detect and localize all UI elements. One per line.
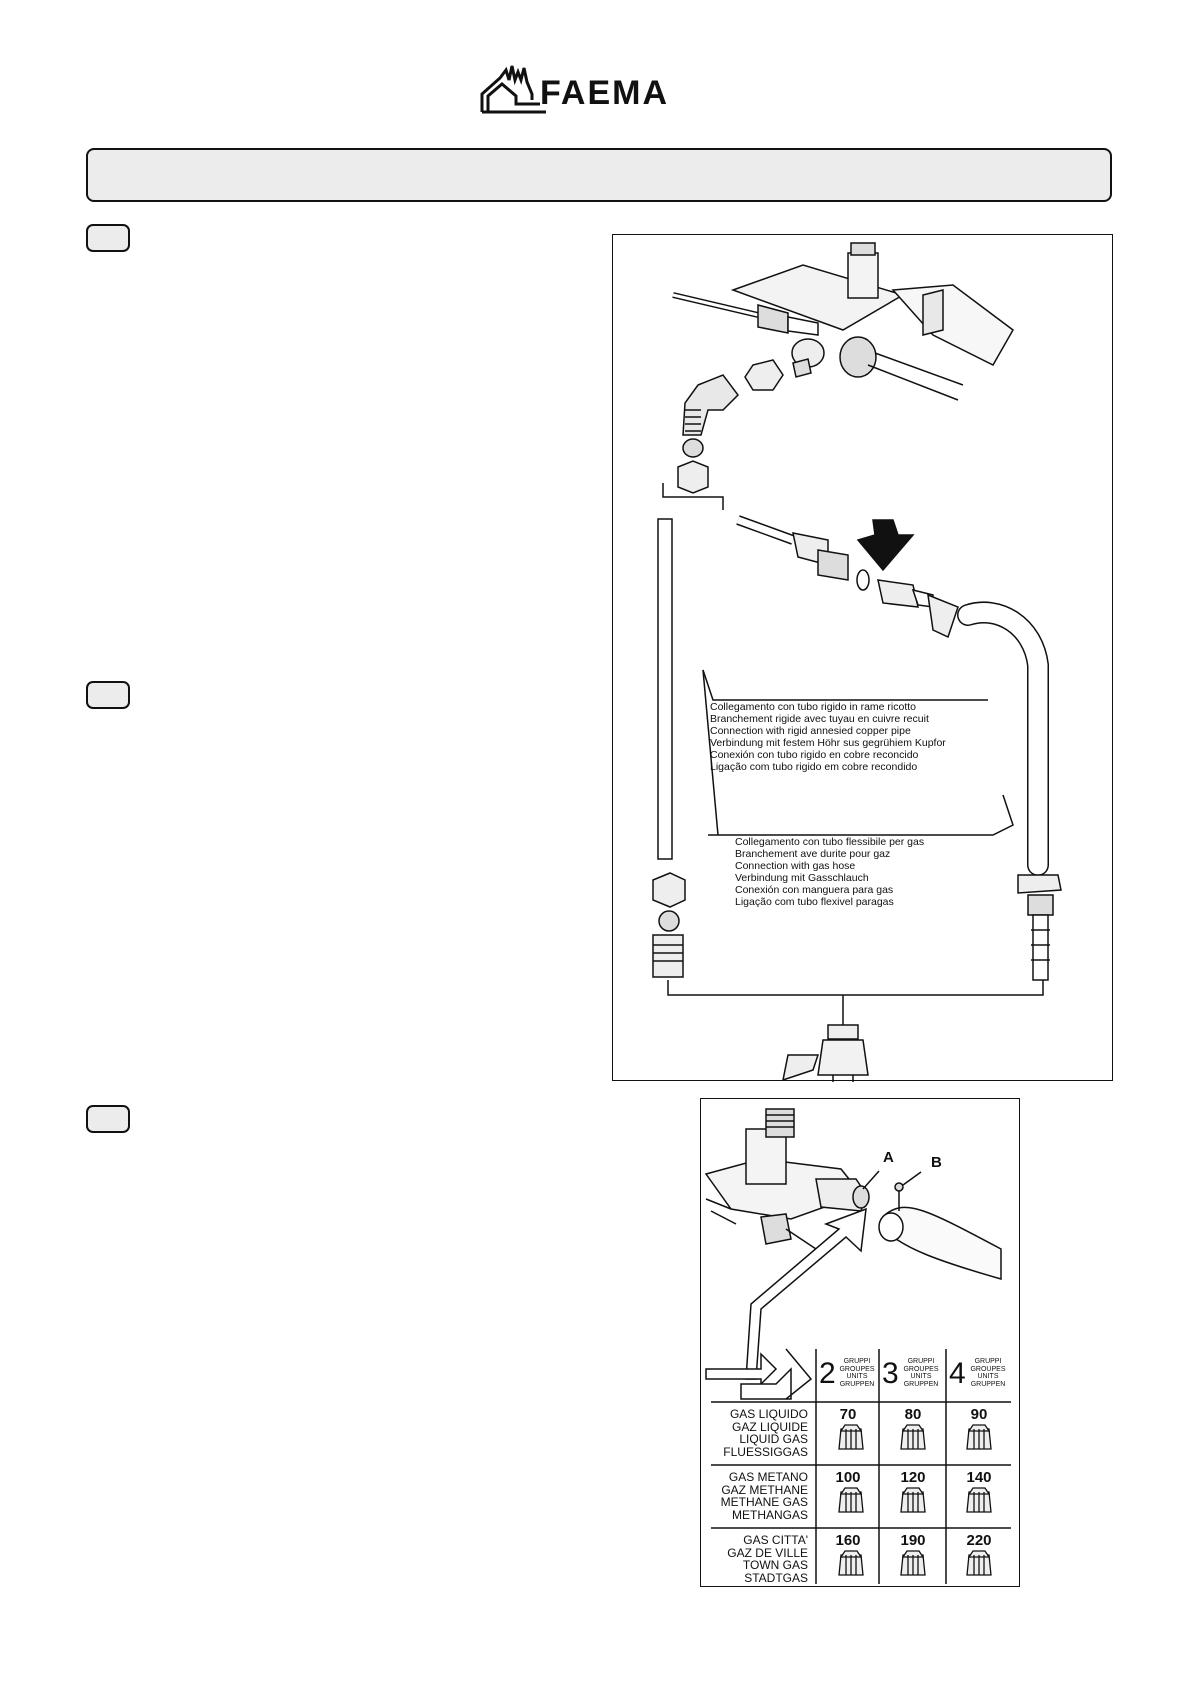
nozzle-icon [900, 1487, 926, 1513]
caption-line: Connection with rigid annesied copper pi… [710, 725, 911, 737]
units-line: GRUPPI [907, 1358, 935, 1365]
units-line: UNITS [910, 1373, 932, 1380]
burner-nozzle-drawing [704, 1108, 1011, 1584]
gas-line: METHANE GAS [720, 1495, 808, 1509]
nozzle-value: 140 [966, 1469, 992, 1486]
units-line: UNITS [846, 1373, 868, 1380]
caption-line: Conexión con manguera para gas [735, 884, 894, 896]
caption-line: Conexión con tubo rigido en cobre reconc… [710, 749, 919, 761]
caption-hose-connection: Collegamento con tubo flessibile per gas… [735, 836, 924, 908]
nozzle-icon [900, 1550, 926, 1576]
nozzle-value: 120 [900, 1469, 926, 1486]
label-b: B [931, 1154, 942, 1171]
units-line: GRUPPI [843, 1358, 871, 1365]
nozzle-value: 80 [904, 1406, 922, 1423]
caption-rigid-connection: Collegamento con tubo rigido in rame ric… [710, 701, 946, 773]
caption-line: Verbindung mit festem Höhr sus gegrühiem… [710, 737, 946, 749]
caption-line: Verbindung mit Gasschlauch [735, 872, 869, 884]
units-line: GROUPES [839, 1365, 875, 1373]
nozzle-value: 190 [900, 1532, 926, 1549]
nozzle-icon [838, 1424, 864, 1450]
units-4: 4 [949, 1357, 966, 1390]
brand-name: FAEMA [540, 74, 669, 112]
gas-line: GAZ LIQUIDE [731, 1419, 808, 1434]
gas-connection-drawing [652, 242, 1062, 1082]
caption-line: Collegamento con tubo rigido in rame ric… [710, 701, 917, 713]
nozzle-value: 100 [835, 1469, 861, 1486]
section-tab-3 [86, 1105, 130, 1133]
units-3: 3 [882, 1357, 899, 1390]
caption-line: Ligação com tubo rigido em cobre recondi… [710, 761, 918, 773]
units-2: 2 [819, 1357, 836, 1390]
gas-line: GAZ METHANE [721, 1482, 808, 1497]
units-label: GRUPPI GROUPES UNITS GRUPPEN [835, 1358, 879, 1388]
nozzle-value: 220 [966, 1532, 992, 1549]
gas-line: FLUESSIGGAS [723, 1444, 808, 1459]
gas-line: METHANGAS [731, 1507, 808, 1522]
nozzle-table-figure: A B 2 GRUPPI GROUPES UNITS GRUPPEN 3 GRU… [700, 1098, 1020, 1587]
units-line: GRUPPEN [970, 1380, 1006, 1388]
nozzle-value: 90 [970, 1406, 988, 1423]
nozzle-icon [966, 1487, 992, 1513]
nozzle-icon [966, 1550, 992, 1576]
caption-line: Collegamento con tubo flessibile per gas [735, 836, 925, 848]
caption-line: Branchement ave durite pour gaz [735, 848, 891, 860]
units-line: GROUPES [903, 1365, 939, 1373]
faema-logo: FAEMA [480, 60, 720, 116]
units-line: UNITS [977, 1373, 999, 1380]
units-label: GRUPPI GROUPES UNITS GRUPPEN [966, 1358, 1010, 1388]
cathedral-logo-icon [480, 65, 546, 114]
nozzle-icon [838, 1487, 864, 1513]
units-line: GRUPPEN [839, 1380, 875, 1388]
units-line: GRUPPEN [903, 1380, 939, 1388]
gas-line: GAS METANO [728, 1470, 808, 1484]
units-line: GRUPPI [974, 1358, 1002, 1365]
gas-line: LIQUID GAS [739, 1432, 808, 1446]
gas-connection-figure: Collegamento con tubo rigido in rame ric… [612, 234, 1113, 1082]
gas-line: GAZ DE VILLE [727, 1545, 808, 1560]
label-a: A [883, 1149, 894, 1166]
nozzle-value: 70 [839, 1406, 857, 1423]
units-label: GRUPPI GROUPES UNITS GRUPPEN [899, 1358, 943, 1388]
gas-line: GAS CITTA' [743, 1533, 808, 1547]
page-title-bar [86, 148, 1112, 202]
nozzle-icon [838, 1550, 864, 1576]
nozzle-icon [900, 1424, 926, 1450]
section-tab-2 [86, 681, 130, 709]
units-line: GROUPES [970, 1365, 1006, 1373]
gas-line: STADTGAS [744, 1570, 808, 1585]
gas-type-town: GAS CITTA' GAZ DE VILLE TOWN GAS STADTGA… [713, 1534, 808, 1584]
gas-line: GAS LIQUIDO [729, 1407, 808, 1421]
gas-type-liquid: GAS LIQUIDO GAZ LIQUIDE LIQUID GAS FLUES… [713, 1408, 808, 1458]
nozzle-icon [966, 1424, 992, 1450]
caption-line: Ligação com tubo flexivel paragas [735, 896, 894, 908]
gas-line: TOWN GAS [742, 1558, 808, 1572]
caption-line: Connection with gas hose [735, 860, 856, 872]
section-tab-1 [86, 224, 130, 252]
gas-type-methane: GAS METANO GAZ METHANE METHANE GAS METHA… [713, 1471, 808, 1521]
caption-line: Branchement rigide avec tuyau en cuivre … [710, 713, 929, 725]
nozzle-value: 160 [835, 1532, 861, 1549]
